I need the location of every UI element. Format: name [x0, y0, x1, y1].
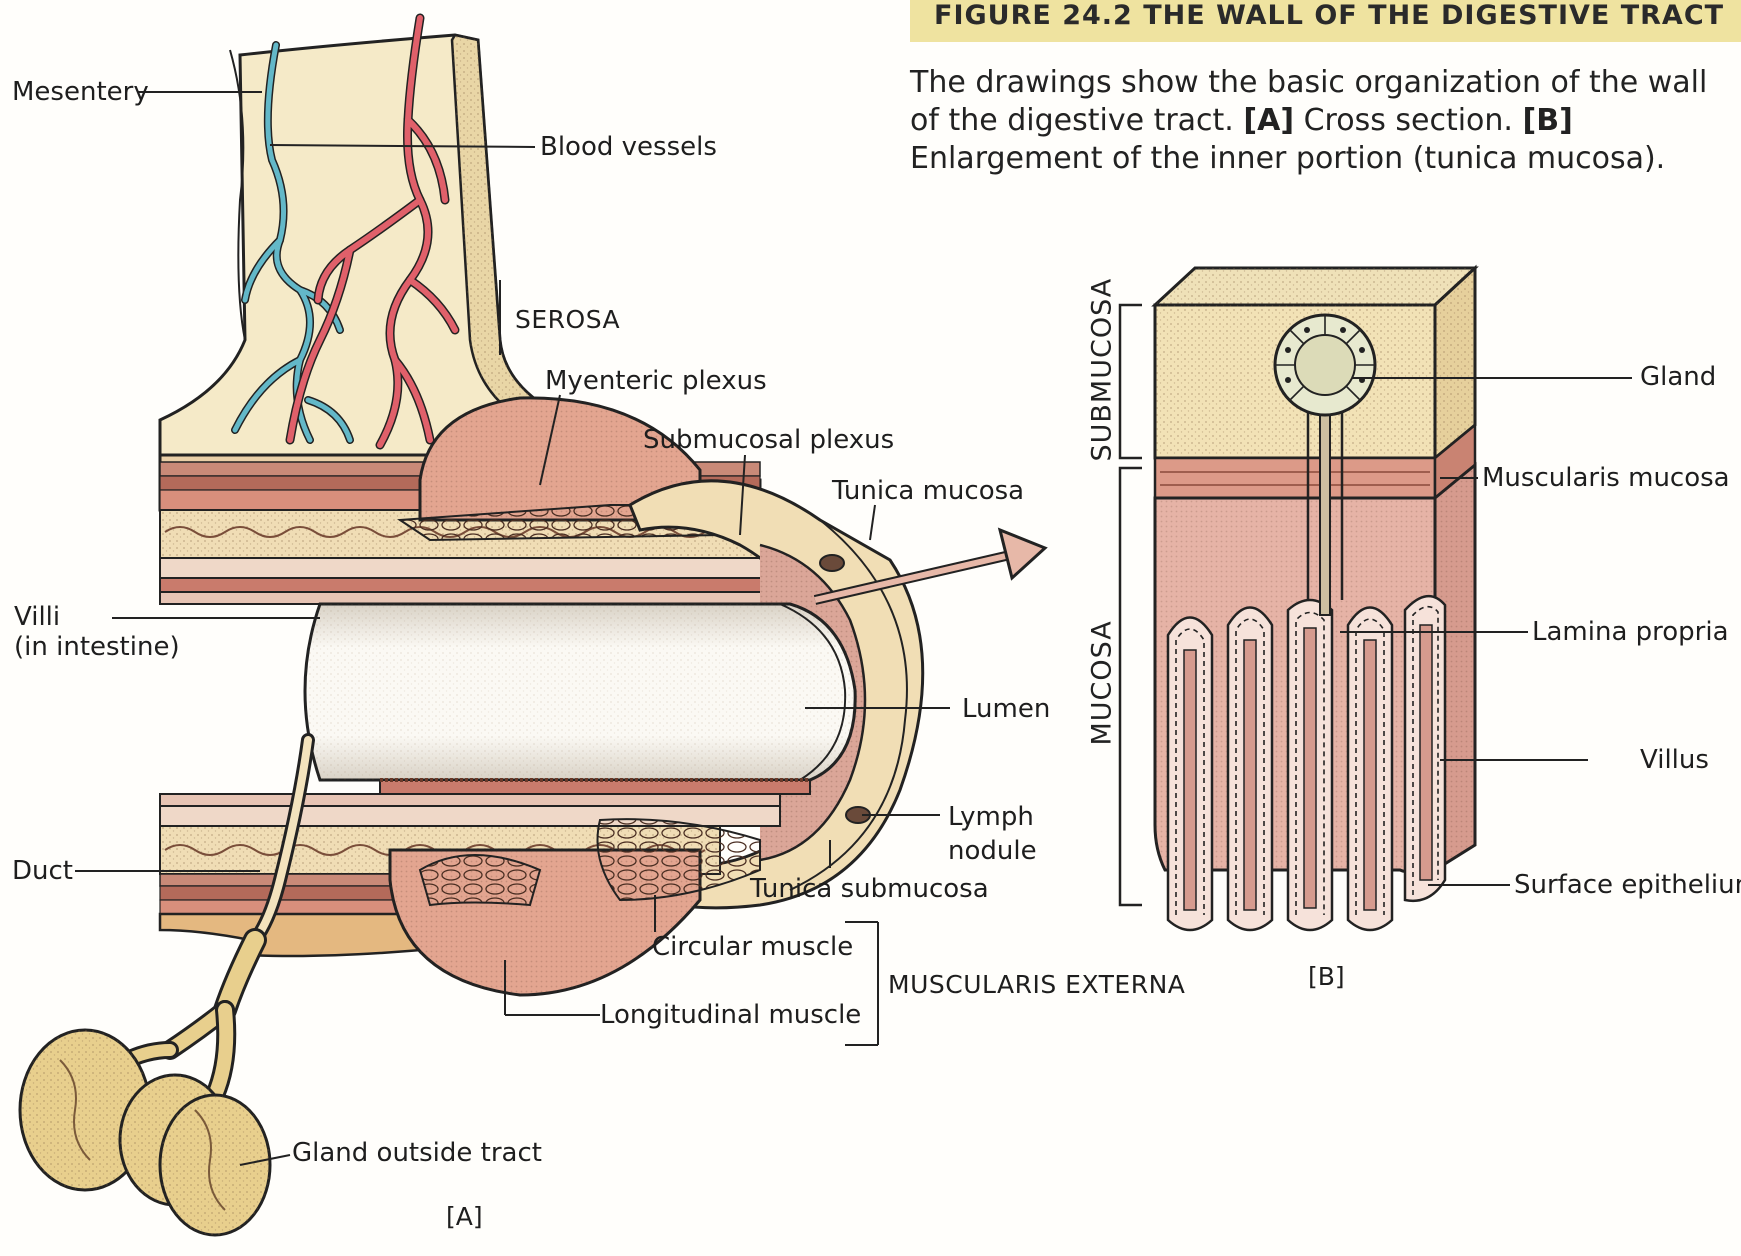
label-longitudinal-muscle: Longitudinal muscle: [600, 1000, 861, 1030]
label-muscularis-mucosa: Muscularis mucosa: [1482, 463, 1730, 493]
label-circular-muscle: Circular muscle: [652, 932, 853, 962]
panel-a-tag: [A]: [446, 1202, 483, 1232]
panel-b-tag: [B]: [1308, 962, 1345, 992]
panel-b-illustration: [1120, 268, 1632, 930]
label-duct: Duct: [12, 856, 73, 886]
label-myenteric-plexus: Myenteric plexus: [545, 366, 767, 396]
mucosa-bracket: [1120, 468, 1142, 905]
label-surface-epithelium: Surface epithelium: [1514, 870, 1741, 900]
label-lamina-propria: Lamina propria: [1532, 617, 1729, 647]
submucosa-bracket: [1120, 305, 1142, 458]
label-blood-vessels: Blood vessels: [540, 132, 717, 162]
label-serosa: SEROSA: [515, 305, 620, 335]
label-tunica-submucosa: Tunica submucosa: [750, 874, 989, 904]
gland-outside-tract: [20, 940, 270, 1235]
label-muscularis-externa: MUSCULARIS EXTERNA: [888, 970, 1185, 1000]
label-mucosa: MUCOSA: [1087, 626, 1118, 746]
label-gland: Gland: [1640, 362, 1716, 392]
label-mesentery: Mesentery: [12, 77, 149, 107]
label-villi: Villi (in intestine): [14, 602, 180, 662]
label-tunica-mucosa: Tunica mucosa: [832, 476, 1024, 506]
label-submucosa: SUBMUCOSA: [1087, 302, 1118, 462]
label-lumen: Lumen: [962, 694, 1050, 724]
label-lymph-nodule: Lymph nodule: [948, 800, 1037, 868]
label-submucosal-plexus: Submucosal plexus: [643, 425, 894, 455]
label-villus: Villus: [1640, 745, 1709, 775]
label-gland-outside-tract: Gland outside tract: [292, 1138, 542, 1168]
